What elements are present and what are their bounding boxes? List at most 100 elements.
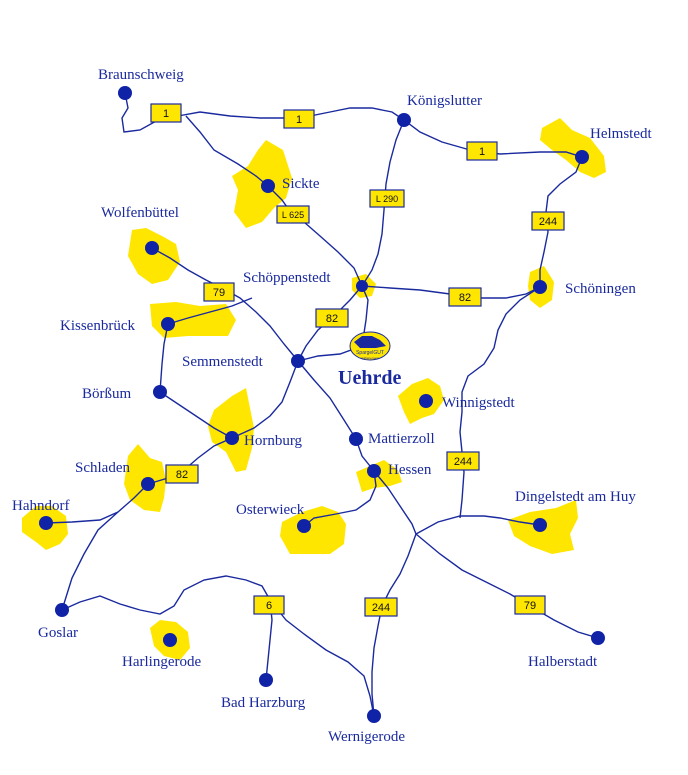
label-hahndorf: Hahndorf bbox=[12, 498, 69, 514]
road-b82-west bbox=[147, 437, 233, 485]
label-braunschweig: Braunschweig bbox=[98, 67, 184, 83]
svg-text:Hoftienemann: Hoftienemann bbox=[361, 356, 380, 360]
svg-text:SpargelGUT: SpargelGUT bbox=[356, 350, 384, 356]
area-wolfenbuettel bbox=[128, 228, 180, 284]
shield-b244-b: 244 bbox=[446, 451, 480, 471]
dot-kissenbrueck bbox=[161, 317, 175, 331]
road-semmenstedt-hornburg bbox=[231, 360, 299, 439]
dot-goslar bbox=[55, 603, 69, 617]
uehrde-logo: SpargelGUT Hoftienemann bbox=[349, 331, 391, 361]
label-osterwieck: Osterwieck bbox=[236, 502, 305, 518]
label-dingelstedt: Dingelstedt am Huy bbox=[515, 489, 636, 505]
svg-text:L 625: L 625 bbox=[282, 210, 304, 220]
shield-b82-c: 82 bbox=[165, 464, 199, 484]
dot-wernigerode bbox=[367, 709, 381, 723]
road-boerssum-hornburg bbox=[159, 391, 233, 439]
svg-text:6: 6 bbox=[266, 600, 272, 612]
shield-b82-b: 82 bbox=[315, 308, 349, 328]
dot-semmenstedt bbox=[291, 354, 305, 368]
label-winnigstedt: Winnigstedt bbox=[442, 395, 516, 411]
dot-hornburg bbox=[225, 431, 239, 445]
road-b1-west bbox=[121, 92, 405, 133]
label-sickte: Sickte bbox=[282, 176, 320, 192]
shield-b1-c: 1 bbox=[466, 141, 498, 161]
svg-text:1: 1 bbox=[296, 114, 302, 126]
dot-schladen bbox=[141, 477, 155, 491]
label-halberstadt: Halberstadt bbox=[528, 654, 598, 670]
road-shields: 1 1 1 L 290 L 625 244 79 82 82 82 244 6 … bbox=[150, 103, 565, 617]
label-wernigerode: Wernigerode bbox=[328, 729, 405, 745]
dot-halberstadt bbox=[591, 631, 605, 645]
dot-dingelstedt bbox=[533, 518, 547, 532]
road-schladen-goslar bbox=[61, 483, 149, 611]
label-koenigslutter: Königslutter bbox=[407, 93, 482, 109]
svg-text:82: 82 bbox=[459, 292, 471, 304]
dot-hahndorf bbox=[39, 516, 53, 530]
label-helmstedt: Helmstedt bbox=[590, 126, 652, 142]
town-markers bbox=[39, 86, 605, 723]
dot-sickte bbox=[261, 179, 275, 193]
label-mattierzoll: Mattierzoll bbox=[368, 431, 435, 447]
label-semmenstedt: Semmenstedt bbox=[182, 354, 264, 370]
road-hahndorf bbox=[45, 511, 119, 524]
dot-hessen bbox=[367, 464, 381, 478]
road-b244-south bbox=[371, 533, 417, 717]
area-hornburg bbox=[208, 388, 254, 472]
label-kissenbrueck: Kissenbrück bbox=[60, 318, 135, 334]
label-wolfenbuettel: Wolfenbüttel bbox=[101, 205, 179, 221]
dot-wolfenbuettel bbox=[145, 241, 159, 255]
road-kissenbrueck-link bbox=[167, 297, 253, 325]
label-uehrde: Uehrde bbox=[338, 367, 401, 389]
road-osterwieck bbox=[303, 470, 377, 527]
svg-text:L 290: L 290 bbox=[376, 194, 398, 204]
road-l290 bbox=[361, 119, 405, 287]
road-b79-south bbox=[415, 533, 599, 639]
dot-koenigslutter bbox=[397, 113, 411, 127]
svg-text:244: 244 bbox=[372, 602, 390, 614]
label-boerssum: Börßum bbox=[82, 386, 132, 402]
dot-helmstedt bbox=[575, 150, 589, 164]
dot-schoeppenstedt bbox=[356, 280, 368, 292]
dot-braunschweig bbox=[118, 86, 132, 100]
road-l625 bbox=[185, 115, 363, 287]
shield-b6: 6 bbox=[253, 595, 285, 615]
road-dingelstedt bbox=[415, 515, 541, 535]
shield-l625: L 625 bbox=[276, 205, 310, 224]
area-helmstedt bbox=[540, 118, 606, 178]
dot-osterwieck bbox=[297, 519, 311, 533]
label-bad-harzburg: Bad Harzburg bbox=[221, 695, 306, 711]
dot-bad-harzburg bbox=[259, 673, 273, 687]
shield-b79-a: 79 bbox=[203, 282, 235, 302]
label-hessen: Hessen bbox=[388, 462, 432, 478]
dot-winnigstedt bbox=[419, 394, 433, 408]
road-b6-east bbox=[269, 599, 375, 717]
town-labels: Braunschweig Königslutter Helmstedt Sick… bbox=[12, 67, 652, 745]
area-osterwieck bbox=[280, 506, 346, 554]
dot-harlingerode bbox=[163, 633, 177, 647]
dot-mattierzoll bbox=[349, 432, 363, 446]
roads bbox=[45, 92, 599, 717]
shield-b1-a: 1 bbox=[150, 103, 182, 123]
shield-b82-a: 82 bbox=[448, 287, 482, 307]
dot-boerssum bbox=[153, 385, 167, 399]
dot-schoeningen bbox=[533, 280, 547, 294]
shield-b1-b: 1 bbox=[283, 109, 315, 129]
svg-text:1: 1 bbox=[163, 108, 169, 120]
svg-text:79: 79 bbox=[524, 600, 536, 612]
svg-text:82: 82 bbox=[326, 313, 338, 325]
shield-l290: L 290 bbox=[369, 189, 405, 208]
shield-b244-c: 244 bbox=[364, 597, 398, 617]
shield-b79-b: 79 bbox=[514, 595, 546, 615]
label-schladen: Schladen bbox=[75, 460, 130, 476]
svg-text:82: 82 bbox=[176, 469, 188, 481]
road-boerssum bbox=[159, 323, 169, 393]
label-hornburg: Hornburg bbox=[244, 433, 303, 449]
svg-text:244: 244 bbox=[454, 456, 472, 468]
svg-text:1: 1 bbox=[479, 146, 485, 158]
road-hessen-south bbox=[373, 470, 417, 535]
label-goslar: Goslar bbox=[38, 625, 78, 641]
label-schoeningen: Schöningen bbox=[565, 281, 636, 297]
shield-b244-a: 244 bbox=[531, 211, 565, 231]
label-schoeppenstedt: Schöppenstedt bbox=[243, 270, 331, 286]
